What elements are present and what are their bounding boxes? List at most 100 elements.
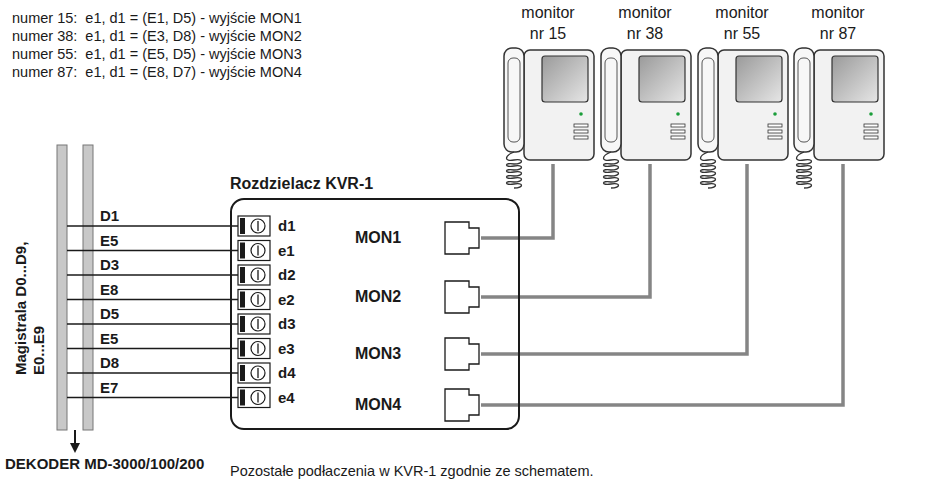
terminal-clamp [240, 390, 245, 406]
bus-wires [67, 216, 270, 408]
connector-outline [445, 222, 479, 254]
button [671, 136, 685, 139]
port-connector [443, 220, 481, 256]
status-led [579, 112, 583, 116]
handset [698, 48, 718, 152]
monitor-title: monitor nr 38 [609, 2, 681, 44]
assignment-note: numer 15: e1, d1 = (E1, D5) - wyjście MO… [12, 9, 302, 27]
monitor-illustration [498, 44, 598, 194]
bus-wire [67, 323, 238, 324]
button [671, 124, 685, 127]
bus-wire [67, 299, 238, 300]
monitor-screen [832, 56, 878, 102]
terminal-screw [251, 317, 265, 331]
button [864, 124, 878, 127]
monitor-title: monitor nr 15 [512, 2, 584, 44]
terminal-clamp [240, 218, 245, 234]
monitor-port: MON1 [355, 220, 481, 256]
terminal-clamp [240, 292, 245, 308]
terminal-screw [251, 244, 265, 258]
terminal-block [238, 265, 270, 285]
terminal-name: d2 [278, 266, 296, 284]
terminal-name: d1 [278, 217, 296, 235]
button [768, 124, 782, 127]
monitor-port: MON3 [355, 336, 481, 372]
bus-bar [83, 145, 93, 430]
signal-name: D1 [100, 207, 119, 225]
coiled-cord [507, 152, 522, 188]
monitor-illustration [788, 44, 888, 194]
screw-slot [257, 270, 258, 280]
monitor-body [814, 50, 884, 160]
screw-slot [257, 295, 258, 305]
terminal-screw [251, 366, 265, 380]
screw-slot [257, 393, 258, 403]
monitor-cable [481, 164, 843, 405]
monitor-body [524, 50, 594, 160]
bus-wire [67, 225, 238, 226]
monitor-port: MON2 [355, 279, 481, 315]
screw-slot [257, 319, 258, 329]
coiled-cord [701, 152, 716, 188]
status-led [676, 112, 680, 116]
monitor-screen [736, 56, 782, 102]
terminal-name: e3 [278, 340, 295, 358]
terminal-block [238, 290, 270, 310]
bus-wire [67, 397, 238, 398]
terminal-name: e1 [278, 242, 295, 260]
terminal-block [238, 388, 270, 408]
screw-slot [257, 246, 258, 256]
port-name: MON3 [355, 345, 401, 363]
monitor-unit: monitor nr 38 [595, 2, 695, 194]
box-title: Rozdzielacz KVR-1 [230, 175, 373, 193]
port-name: MON4 [355, 396, 401, 414]
port-connector [443, 387, 481, 423]
signal-name: D3 [100, 256, 119, 274]
terminal-screw [251, 342, 265, 356]
terminal-screw [251, 268, 265, 282]
button [768, 136, 782, 139]
button [671, 130, 685, 133]
button [864, 130, 878, 133]
decoder-arrow-head [70, 443, 80, 453]
monitor-screen [639, 56, 685, 102]
terminal-block [238, 314, 270, 334]
signal-name: D5 [100, 305, 119, 323]
terminal-block [238, 216, 270, 236]
assignment-note: numer 87: e1, d1 = (E8, D7) - wyjście MO… [12, 63, 302, 81]
terminal-name: d3 [278, 315, 296, 333]
status-led [773, 112, 777, 116]
handset [794, 48, 814, 152]
bus-label: Magistrala D0...D9, E0...E9 [12, 225, 48, 375]
bus-wire [67, 348, 238, 349]
signal-name: E8 [100, 281, 118, 299]
terminal-screw [251, 293, 265, 307]
terminal-name: d4 [278, 364, 296, 382]
terminal-clamp [240, 243, 245, 259]
bus-bar [57, 145, 67, 430]
connector-outline [445, 338, 479, 370]
monitor-screen [542, 56, 588, 102]
terminal-block [238, 339, 270, 359]
monitor-port: MON4 [355, 387, 481, 423]
terminal-clamp [240, 341, 245, 357]
screw-slot [257, 344, 258, 354]
monitor-cable [481, 164, 553, 238]
port-name: MON2 [355, 288, 401, 306]
monitor-title: monitor nr 87 [802, 2, 874, 44]
handset [504, 48, 524, 152]
assignment-note: numer 38: e1, d1 = (E3, D8) - wyjście MO… [12, 27, 302, 45]
signal-name: E5 [100, 330, 118, 348]
connector-outline [445, 389, 479, 421]
port-connector [443, 279, 481, 315]
status-led [869, 112, 873, 116]
signal-name: D8 [100, 354, 119, 372]
handset-grip [798, 58, 810, 142]
coiled-cord [604, 152, 619, 188]
terminal-clamp [240, 316, 245, 332]
coiled-cord [797, 152, 812, 188]
bus-wire [67, 372, 238, 373]
monitor-unit: monitor nr 15 [498, 2, 598, 194]
monitor-title: monitor nr 55 [706, 2, 778, 44]
decoder-arrow [74, 430, 76, 444]
